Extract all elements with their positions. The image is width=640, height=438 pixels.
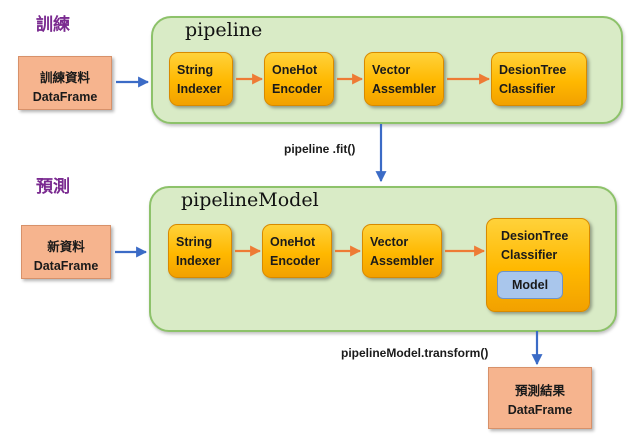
pipeline-stage-decision-tree-classifier: DesionTree Classifier [491, 52, 587, 106]
new-dataframe-box: 新資料 DataFrame [21, 225, 111, 279]
model-stage-string-indexer: String Indexer [168, 224, 232, 278]
stage-line1: DesionTree [501, 229, 569, 243]
new-dataframe-type: DataFrame [33, 259, 99, 273]
prediction-result-box: 預測結果 DataFrame [488, 367, 592, 429]
stage-line2: Indexer [176, 254, 221, 268]
predict-section-title: 預測 [36, 177, 70, 197]
stage-line1: DesionTree [499, 63, 567, 77]
model-stage-vector-assembler: Vector Assembler [362, 224, 442, 278]
stage-line1: OneHot [270, 235, 316, 249]
stage-line2: Assembler [370, 254, 434, 268]
train-dataframe-box: 訓練資料 DataFrame [18, 56, 112, 110]
new-dataframe-title: 新資料 [47, 240, 85, 254]
stage-line1: Vector [370, 235, 409, 249]
stage-line2: Encoder [272, 82, 323, 96]
stage-line2: Classifier [501, 248, 558, 262]
train-dataframe-type: DataFrame [32, 90, 98, 104]
prediction-result-type: DataFrame [507, 403, 573, 417]
train-dataframe-title: 訓練資料 [39, 71, 90, 85]
trained-model-chip: Model [497, 271, 563, 299]
stage-line2: Encoder [270, 254, 321, 268]
pipeline-label: pipeline [185, 19, 263, 41]
stage-line2: Classifier [499, 82, 556, 96]
stage-line1: Vector [372, 63, 411, 77]
stage-line2: Indexer [177, 82, 222, 96]
model-stage-onehot-encoder: OneHot Encoder [262, 224, 332, 278]
pipeline-stage-string-indexer: String Indexer [169, 52, 233, 106]
transform-label: pipelineModel.transform() [341, 346, 489, 360]
prediction-result-title: 預測結果 [514, 384, 565, 398]
train-section-title: 訓練 [36, 15, 70, 35]
pipeline-stage-vector-assembler: Vector Assembler [364, 52, 444, 106]
stage-line1: String [176, 235, 213, 249]
stage-line1: String [177, 63, 214, 77]
pipeline-stage-onehot-encoder: OneHot Encoder [264, 52, 334, 106]
pipeline-model-label: pipelineModel [181, 189, 319, 211]
stage-line2: Assembler [372, 82, 436, 96]
stage-line1: OneHot [272, 63, 318, 77]
fit-label: pipeline .fit() [284, 142, 356, 156]
